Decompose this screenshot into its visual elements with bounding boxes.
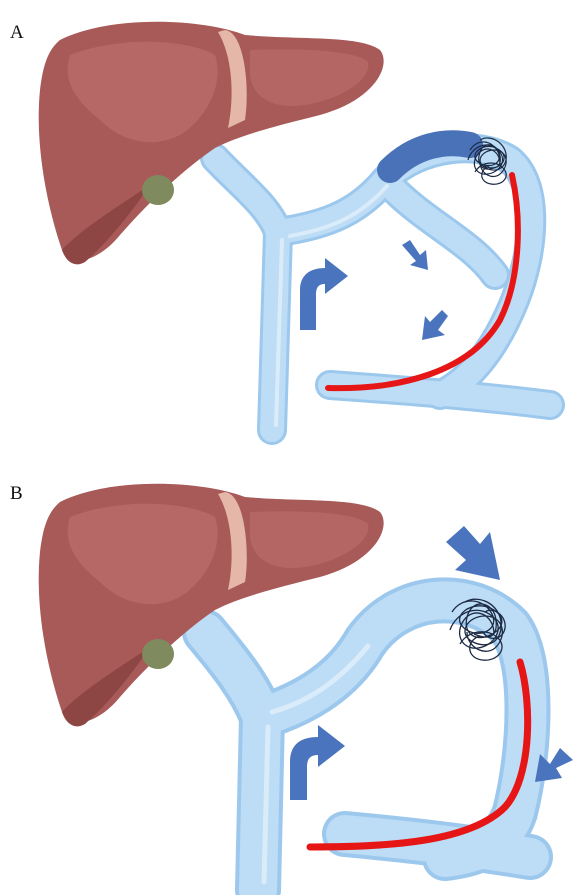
flow-arrow [300, 240, 448, 340]
gallbladder-icon [142, 639, 174, 669]
panel-b-diagram [0, 462, 573, 895]
panel-a-diagram [0, 0, 573, 450]
gallbladder-icon [142, 175, 174, 205]
